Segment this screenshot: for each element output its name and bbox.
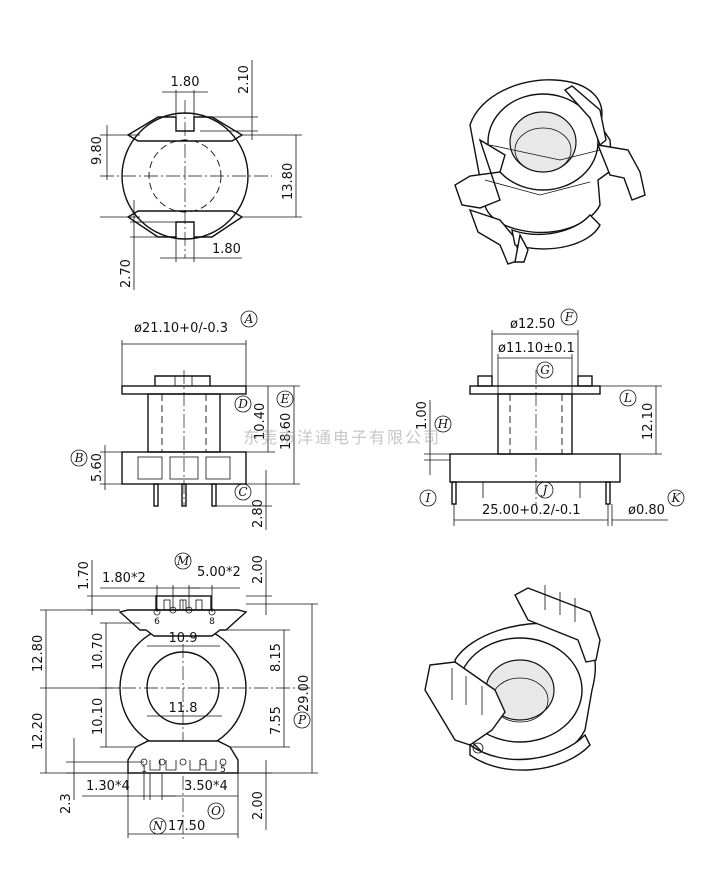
label-j: J	[540, 483, 549, 497]
dim-right-lower: 7.55	[269, 706, 284, 735]
label-e: E	[280, 392, 290, 406]
dim-width: 25.00+0.2/-0.1	[482, 503, 581, 518]
side-pin	[605, 481, 611, 505]
label-n: N	[152, 819, 164, 833]
dim-top-depth: 2.10	[237, 65, 252, 94]
front-pin	[181, 483, 187, 507]
top-pin-header	[118, 609, 248, 637]
bottom-view: 6 8 1 5 1.70 1.80*2 5.00*2 M 2.00	[31, 552, 318, 840]
dim-right-upper: 8.15	[269, 643, 284, 672]
dim-mid-bottom: 11.8	[169, 701, 198, 716]
dim-length: 10.40	[253, 403, 268, 440]
front-view: ø21.10+0/-0.3 A 10.40 18.60 D E 5.60 B 2…	[70, 310, 300, 530]
side-view: ø12.50 F ø11.10±0.1 G 12.10 L 1.00 H I 2…	[415, 308, 685, 526]
dim-lower-outer: 12.20	[31, 713, 46, 750]
bottom-pin-header	[127, 740, 239, 774]
label-f: F	[564, 310, 574, 324]
pin-label-5: 5	[220, 765, 226, 775]
label-k: K	[671, 491, 682, 505]
label-m: M	[176, 554, 190, 568]
dim-outer-dia: ø12.50	[510, 317, 555, 332]
dim-slot-spacing-top: 5.00*2	[197, 565, 241, 580]
dim-lower-inner: 10.10	[91, 698, 106, 735]
pin-label-6: 6	[154, 617, 160, 627]
dim-mid-top: 10.9	[169, 631, 198, 646]
dim-inner-dia: ø11.10±0.1	[498, 341, 575, 356]
dim-flange-dia: ø21.10+0/-0.3	[134, 321, 228, 336]
label-i: I	[425, 491, 431, 505]
watermark-text: 东莞市洋通电子有限公司	[243, 428, 441, 447]
label-l: L	[623, 391, 632, 405]
dim-flange: 1.00	[415, 401, 430, 430]
dim-upper-outer: 12.80	[31, 635, 46, 672]
dim-total-height: 29.00	[297, 675, 312, 712]
dim-base: 5.60	[90, 453, 105, 482]
label-d: D	[237, 397, 248, 411]
label-a: A	[244, 312, 254, 326]
pin-label-8: 8	[209, 617, 215, 627]
label-g: G	[540, 363, 550, 377]
front-pin	[153, 483, 159, 507]
dim-left-bottom: 2.3	[59, 793, 74, 814]
label-c: C	[238, 485, 247, 499]
dim-height: 12.10	[641, 403, 656, 440]
label-b: B	[74, 451, 84, 465]
iso-view-bottom	[424, 585, 601, 771]
top-view: 1.80 2.10 9.80 13.80 1.80 2.70	[90, 60, 302, 290]
pin-label-1: 1	[141, 765, 147, 775]
dim-bottom-right: 2.00	[251, 791, 266, 820]
dim-bottom-width: 17.50	[168, 819, 205, 834]
dim-bottom-slot: 1.80	[212, 242, 241, 257]
front-pin	[211, 483, 217, 507]
side-pin	[451, 481, 457, 505]
dim-pin-dia: ø0.80	[628, 503, 665, 518]
dim-total: 18.60	[279, 413, 294, 450]
dim-slot-spacing-bottom: 3.50*4	[184, 779, 228, 794]
dim-inner-height: 9.80	[90, 136, 105, 165]
dim-top-right: 2.00	[251, 555, 266, 584]
dim-top-slot: 1.80	[171, 75, 200, 90]
label-h: H	[437, 417, 449, 431]
dim-upper-inner: 10.70	[91, 633, 106, 670]
dim-outer-height: 13.80	[281, 163, 296, 200]
dim-pin-spacing-bottom: 1.30*4	[86, 779, 130, 794]
dim-pin-spacing-top: 1.80*2	[102, 571, 146, 586]
iso-view-top	[454, 79, 646, 265]
dim-top-gap: 1.70	[77, 561, 92, 590]
dim-pin: 2.80	[251, 499, 266, 528]
label-o: O	[211, 804, 221, 818]
label-p: P	[297, 713, 307, 727]
dim-bottom-depth: 2.70	[119, 259, 134, 288]
